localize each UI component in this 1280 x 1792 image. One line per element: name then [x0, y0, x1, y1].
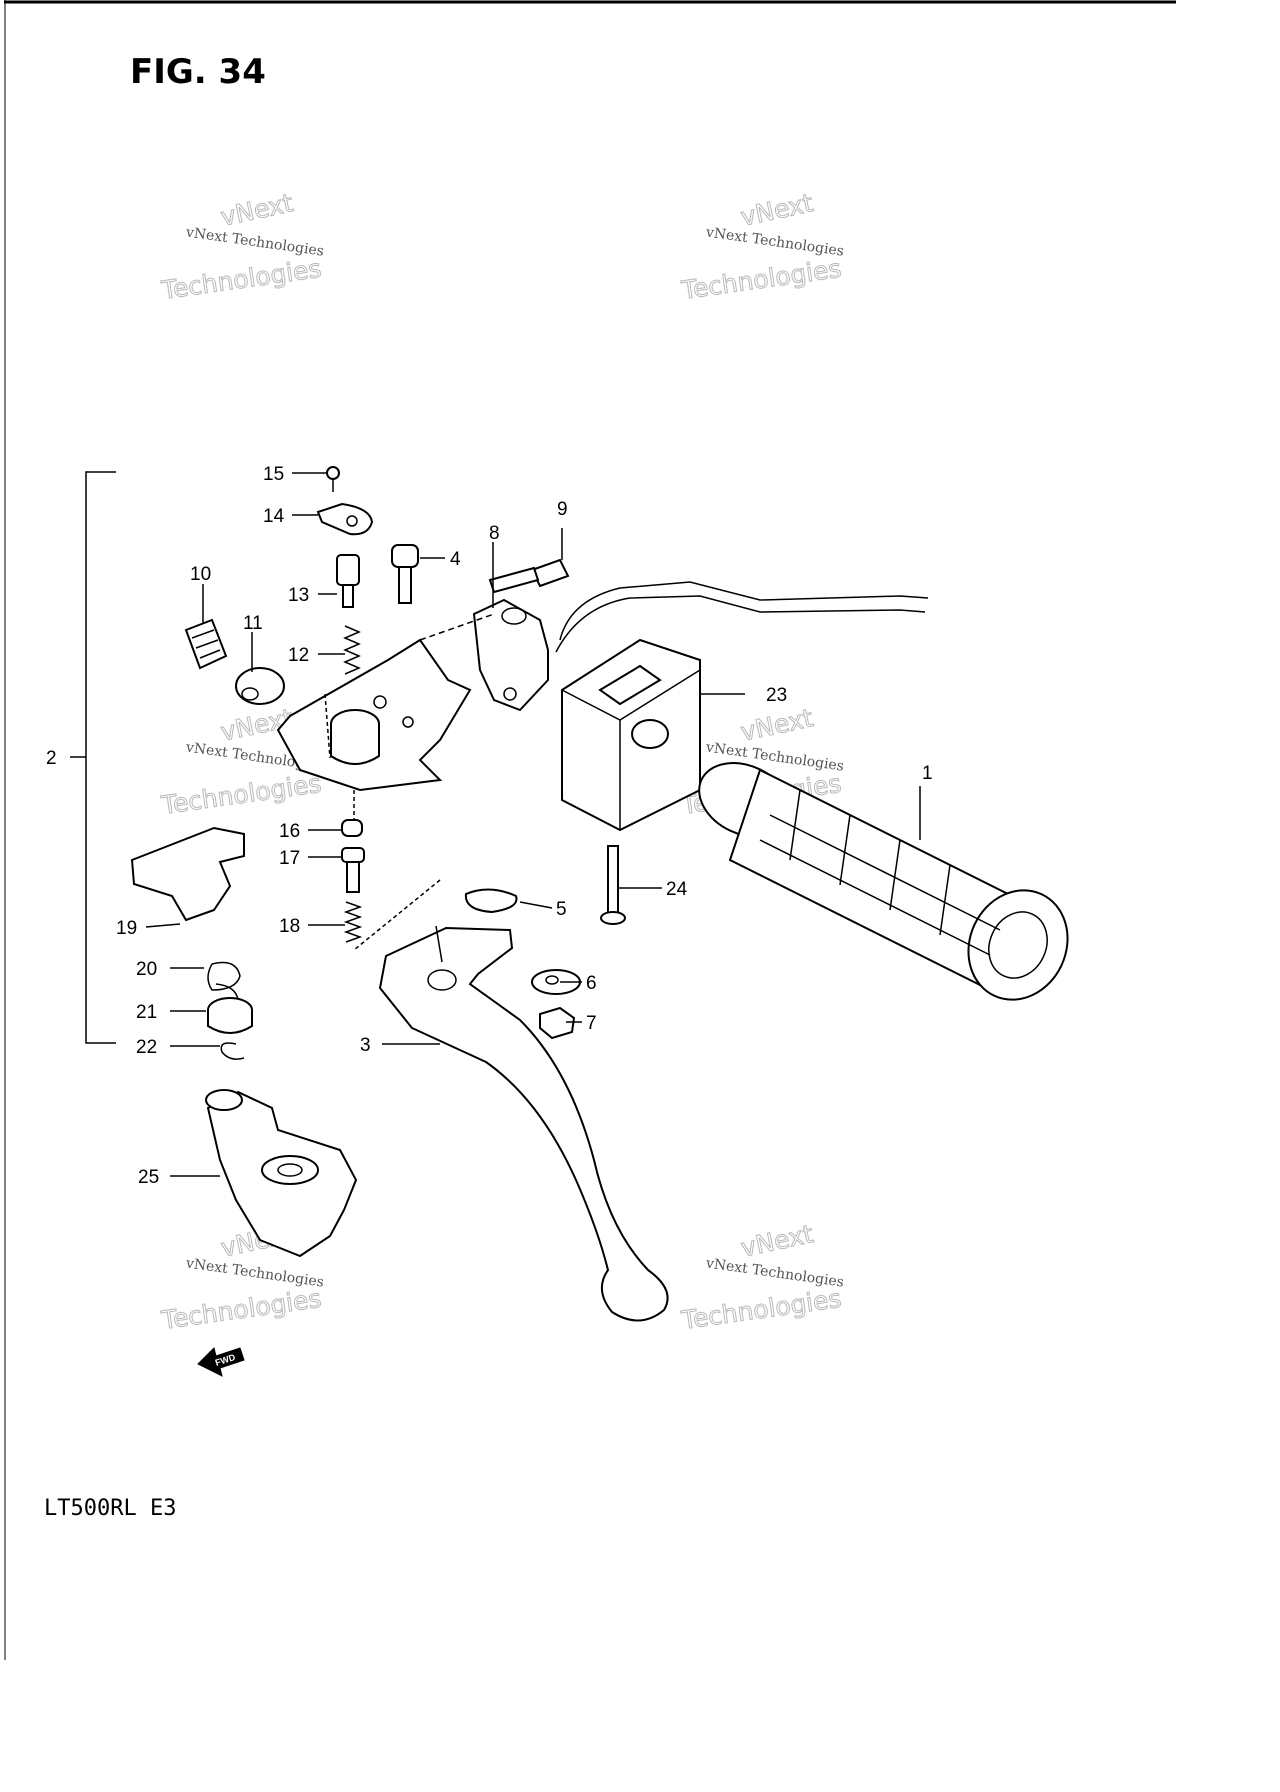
- part-9-bolt: [488, 558, 570, 594]
- cable: [559, 581, 929, 641]
- callout-11: 11: [243, 613, 263, 634]
- callout-25: 25: [138, 1167, 159, 1188]
- leader-lines: [145, 472, 921, 1177]
- part-8-clamp: [472, 598, 549, 712]
- part-3-lever: [378, 925, 669, 1322]
- part-21-collar: [207, 997, 253, 1034]
- part-18-spring: [343, 901, 363, 943]
- svg-text:vNext: vNext: [218, 188, 296, 232]
- callout-15: 15: [263, 464, 284, 485]
- svg-text:Technologies: Technologies: [679, 1284, 843, 1335]
- callout-12: 12: [288, 645, 309, 666]
- part-11-locknut: [235, 667, 285, 705]
- part-22-circlip: [220, 1042, 245, 1060]
- callout-24: 24: [666, 879, 688, 900]
- svg-text:Technologies: Technologies: [159, 254, 323, 305]
- part-10-adjuster: [184, 618, 228, 670]
- part-13-plunger: [336, 554, 360, 608]
- callout-1: 1: [922, 763, 933, 784]
- svg-text:vNext: vNext: [738, 1219, 816, 1263]
- part-15-screw: [326, 466, 340, 492]
- part-25-boot: [205, 1089, 358, 1258]
- part-19-cover: [130, 826, 245, 922]
- svg-text:vNext Technologies: vNext Technologies: [184, 224, 325, 259]
- svg-text:vNext: vNext: [738, 703, 816, 747]
- part-23-switch-housing: [561, 638, 701, 832]
- part-7-nut: [539, 1006, 576, 1040]
- svg-text:vNext: vNext: [738, 188, 816, 232]
- callout-8: 8: [489, 523, 500, 544]
- part-4-bolt: [391, 544, 419, 604]
- watermark-1: vNext vNext Technologies Technologies: [159, 188, 325, 306]
- callout-18: 18: [279, 916, 300, 937]
- callout-5: 5: [556, 899, 567, 920]
- part-17-pivot-bolt: [341, 847, 365, 893]
- watermark-2: vNext vNext Technologies Technologies: [679, 188, 845, 306]
- part-5-washer: [464, 888, 518, 914]
- callout-6: 6: [586, 973, 597, 994]
- callout-20: 20: [136, 959, 157, 980]
- assembly-bracket: [85, 471, 116, 1044]
- svg-text:vNext Technologies: vNext Technologies: [704, 224, 845, 259]
- svg-text:Technologies: Technologies: [159, 1284, 323, 1335]
- part-6-washer: [531, 969, 581, 995]
- part-14-hole: [346, 515, 358, 527]
- fwd-arrow-icon: FWD: [197, 1347, 245, 1377]
- watermark-6: vNext vNext Technologies Technologies: [679, 1219, 845, 1336]
- callout-10: 10: [190, 564, 211, 585]
- part-1-grip: [698, 762, 1069, 1001]
- part-24-screw: [600, 845, 626, 925]
- callout-17: 17: [279, 848, 300, 869]
- callout-2: 2: [46, 748, 57, 769]
- callout-19: 19: [116, 918, 137, 939]
- callout-21: 21: [136, 1002, 157, 1023]
- callout-3: 3: [360, 1035, 371, 1056]
- part-12-spring: [343, 625, 361, 675]
- part-20-spring: [207, 961, 241, 1001]
- cable-outer: [555, 595, 926, 653]
- svg-text:Technologies: Technologies: [159, 769, 323, 820]
- callout-numbers: 1 2 3 4 5 6 7 8 9 10 11 12 13 14 15 16 1…: [46, 464, 933, 1188]
- callout-22: 22: [136, 1037, 157, 1058]
- callout-14: 14: [263, 506, 285, 527]
- callout-7: 7: [586, 1013, 597, 1034]
- figure-title: FIG. 34: [130, 52, 266, 92]
- svg-text:Technologies: Technologies: [679, 254, 843, 305]
- callout-9: 9: [557, 499, 568, 520]
- part-14-plate: [316, 502, 374, 536]
- callout-23: 23: [766, 685, 787, 706]
- lever-bracket: [276, 638, 472, 792]
- part-16-dust-seal: [341, 819, 363, 837]
- callout-4: 4: [450, 549, 461, 570]
- callout-13: 13: [288, 585, 309, 606]
- model-label: LT500RL E3: [44, 1496, 177, 1521]
- callout-16: 16: [279, 821, 300, 842]
